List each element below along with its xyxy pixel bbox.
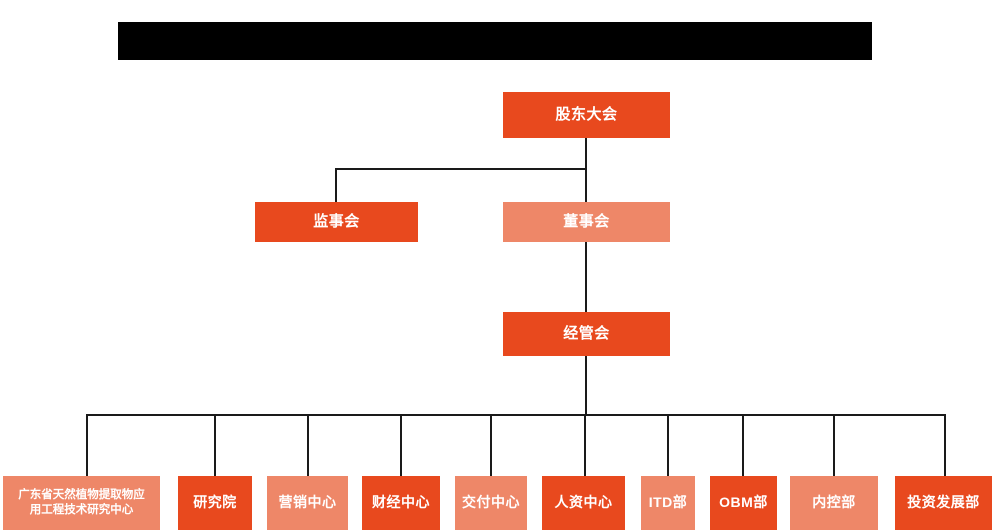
node-dept-guangdong-research-center-label-line1: 广东省天然植物提取物应 <box>18 489 145 502</box>
connector-shareholders-down <box>585 138 587 170</box>
node-board-of-directors[interactable]: 董事会 <box>503 202 670 242</box>
node-management-committee[interactable]: 经管会 <box>503 312 670 356</box>
node-dept-guangdong-research-center-label-line2: 用工程技术研究中心 <box>29 504 134 516</box>
redacted-title-bar <box>118 22 872 60</box>
node-board-of-directors-label: 董事会 <box>563 213 610 231</box>
node-dept-research-institute-label: 研究院 <box>193 494 237 511</box>
node-dept-guangdong-research-center[interactable]: 广东省天然植物提取物应 用工程技术研究中心 <box>3 476 160 530</box>
node-dept-investment-development-label: 投资发展部 <box>907 494 980 511</box>
connector-drop-dept-02 <box>214 414 216 476</box>
node-dept-itd[interactable]: ITD部 <box>641 476 695 530</box>
node-dept-marketing-center[interactable]: 营销中心 <box>267 476 348 530</box>
node-dept-delivery-center[interactable]: 交付中心 <box>455 476 527 530</box>
connector-bus-level4 <box>86 414 946 416</box>
node-dept-research-institute[interactable]: 研究院 <box>178 476 252 530</box>
connector-management-down <box>585 356 587 416</box>
node-management-committee-label: 经管会 <box>563 325 610 343</box>
connector-directors-management <box>585 242 587 313</box>
connector-drop-dept-10 <box>944 414 946 476</box>
node-dept-marketing-center-label: 营销中心 <box>278 494 337 511</box>
connector-bus-level2 <box>335 168 587 170</box>
connector-drop-dept-06 <box>584 414 586 476</box>
node-dept-internal-control[interactable]: 内控部 <box>790 476 878 530</box>
node-board-of-supervisors-label: 监事会 <box>313 213 360 231</box>
connector-drop-dept-04 <box>400 414 402 476</box>
connector-drop-dept-05 <box>490 414 492 476</box>
node-dept-internal-control-label: 内控部 <box>812 494 856 511</box>
node-dept-finance-center-label: 财经中心 <box>372 494 430 511</box>
node-dept-itd-label: ITD部 <box>648 494 688 511</box>
connector-drop-supervisors <box>335 168 337 203</box>
node-dept-finance-center[interactable]: 财经中心 <box>362 476 440 530</box>
node-dept-obm-label: OBM部 <box>719 494 768 511</box>
connector-drop-dept-08 <box>742 414 744 476</box>
connector-drop-dept-09 <box>833 414 835 476</box>
connector-drop-directors <box>585 168 587 203</box>
connector-drop-dept-01 <box>86 414 88 476</box>
connector-drop-dept-07 <box>667 414 669 476</box>
node-board-of-supervisors[interactable]: 监事会 <box>255 202 418 242</box>
node-dept-hr-center-label: 人资中心 <box>554 494 613 511</box>
node-dept-hr-center[interactable]: 人资中心 <box>542 476 625 530</box>
node-dept-obm[interactable]: OBM部 <box>710 476 777 530</box>
node-dept-investment-development[interactable]: 投资发展部 <box>895 476 992 530</box>
connector-drop-dept-03 <box>307 414 309 476</box>
node-shareholders-meeting[interactable]: 股东大会 <box>503 92 670 138</box>
node-dept-delivery-center-label: 交付中心 <box>462 494 520 511</box>
node-shareholders-meeting-label: 股东大会 <box>555 106 618 124</box>
